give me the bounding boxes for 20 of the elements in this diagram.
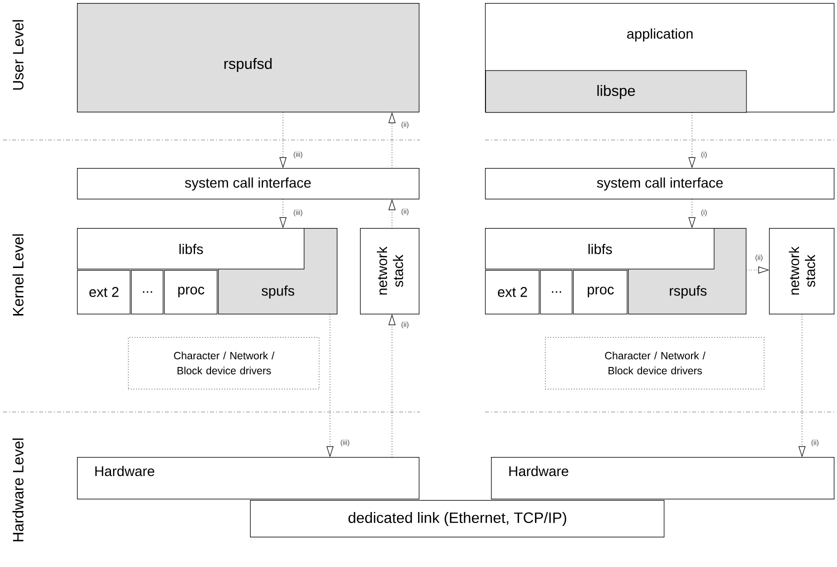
filesystem-box: proc bbox=[164, 270, 218, 314]
filesystem-box: ext 2 bbox=[485, 270, 540, 314]
level-label: Hardware Level bbox=[12, 438, 24, 542]
link-box: dedicated link (Ethernet, TCP/IP) bbox=[250, 500, 664, 538]
level-label: User Level bbox=[12, 20, 24, 90]
driver-box: Character / Network / Block device drivers bbox=[545, 337, 764, 390]
hardware-box: Hardware bbox=[77, 457, 420, 500]
daemon-box: rspufsd bbox=[77, 3, 420, 112]
network-stack-box: network stack bbox=[769, 228, 834, 314]
interface-box: system call interface bbox=[485, 168, 834, 200]
network-stack-box: network stack bbox=[360, 228, 420, 314]
hardware-box: Hardware bbox=[491, 457, 834, 500]
filesystem-box: ext 2 bbox=[77, 270, 130, 314]
level-label: Kernel Level bbox=[12, 234, 24, 316]
driver-box: Character / Network / Block device drivers bbox=[128, 337, 320, 390]
filesystem-box: ... bbox=[131, 270, 164, 314]
filesystem-box: proc bbox=[573, 270, 628, 314]
library-box: libspe bbox=[485, 70, 747, 113]
filesystem-box: ... bbox=[540, 270, 572, 314]
interface-box: system call interface bbox=[77, 168, 420, 200]
